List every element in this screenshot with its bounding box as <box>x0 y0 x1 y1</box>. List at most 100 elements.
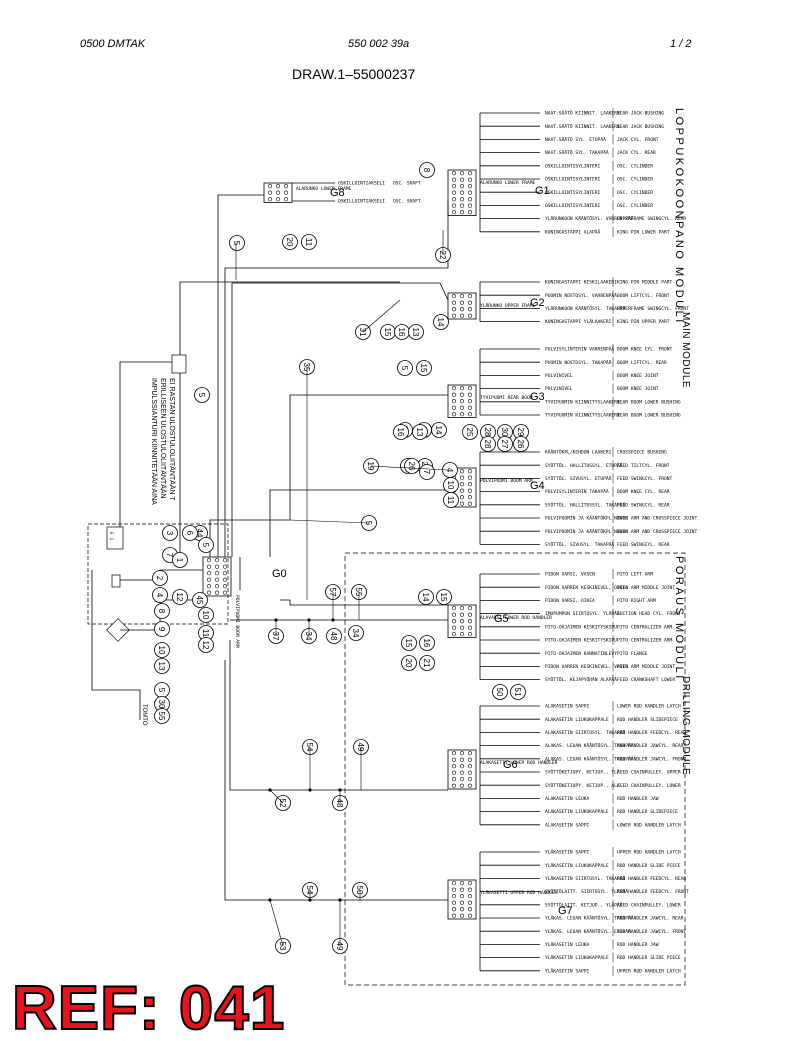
point-label-en: FEED TILTCYL. FRONT <box>617 463 670 469</box>
point-label-fi: SYÖTTÖL. KEJAPYÖRÄN ALAPÄÄ <box>545 676 617 683</box>
point-label-en: REAR JACK BUSHING <box>617 124 664 130</box>
point-label-en: FEED CRANKSHAFT LOWER <box>617 677 675 683</box>
outlet-port <box>467 894 473 899</box>
callout-circle <box>172 552 188 568</box>
point-label-en: OSC. CYLINDER <box>617 163 653 169</box>
outlet-port <box>214 571 220 576</box>
callout-bubble: 16 <box>394 324 410 340</box>
callout-number: 28 <box>483 428 492 437</box>
group-id-g1: G1 <box>535 185 550 197</box>
outlet-port <box>214 590 220 595</box>
callout-bubble: 48 <box>326 628 342 644</box>
outlet-port <box>459 294 465 299</box>
point-label-fi: PITO-OHJAIMEN KESKITYSKIPU <box>545 638 617 644</box>
point-label-fi: SYÖTTÖL. SIVUSYL. TAKAPÄÄ <box>545 541 614 548</box>
point-label-en: OSC. CYLINDER <box>617 190 653 196</box>
distributor-g6 <box>447 749 477 790</box>
callout-circle <box>154 642 170 658</box>
outlet-port <box>206 558 212 563</box>
callout-number: 34 <box>304 632 313 641</box>
point-label-en: FEED CHAINPULLEY. LOWER <box>617 783 681 789</box>
distributor-g0 <box>202 556 232 597</box>
point-label-fi: YLÄKAS. LEUAN KÄÄNTÖSYL. TAKAPÄÄ <box>545 915 634 922</box>
group-name: POLVIPUOMI BOOM ARM <box>234 595 240 648</box>
callout-number: 19 <box>366 462 375 471</box>
point-label-fi: ALAKASETIN SIIRTOSYL. TAKAPÄÄ <box>545 729 625 736</box>
callout-number: 11 <box>201 629 210 638</box>
callout-number: 30 <box>157 700 166 709</box>
point-label-fi: YLÄKASETIN SAPPI <box>545 967 589 974</box>
outlet-port <box>222 584 228 589</box>
outlet-port <box>459 907 465 912</box>
callout-bubble: 16 <box>419 635 435 651</box>
outlet-port <box>467 777 473 782</box>
filter-symbol <box>106 618 130 642</box>
callout-bubble: 4 <box>152 587 168 603</box>
point-label-fi: YLÄKAS. LEUAN KÄÄNTÖSYL. ETUPÄÄ <box>545 928 631 935</box>
callout-number: 10 <box>201 611 210 620</box>
outlet-port <box>467 405 473 410</box>
callout-bubble: 10 <box>154 642 170 658</box>
callout-number: 2 <box>155 576 164 581</box>
group-id-g4: G4 <box>530 480 545 492</box>
callout-circle <box>401 635 417 651</box>
pipe-line <box>217 194 264 557</box>
outlet-port <box>467 887 473 892</box>
point-label-en: ROD HANDLER JAWCYL. REAR <box>617 743 684 749</box>
callout-bubble: 55 <box>154 708 170 724</box>
point-label-en: ROD HANDLER JAWCYL. REAR <box>617 916 684 922</box>
point-label-fi: YLÄKASETIN LEUKA <box>545 941 589 948</box>
outlet-port <box>283 197 289 202</box>
outlet-port <box>459 488 465 493</box>
callout-bubble: 5 <box>198 537 214 553</box>
outlet-port <box>459 392 465 397</box>
callout-number: 16 <box>422 639 431 648</box>
point-label-fi: NAAT.SÄÄTÖ SYL. TAKAPÄÄ <box>545 149 609 156</box>
group-id-g5: G5 <box>494 613 509 625</box>
callout-bubble: 14 <box>418 589 434 605</box>
outlet-port <box>467 606 473 611</box>
pipe-line <box>179 281 400 557</box>
callout-circle <box>436 589 452 605</box>
outlet-port <box>222 564 228 569</box>
callout-circle <box>408 324 424 340</box>
pump-symbol <box>111 574 121 588</box>
callout-number: 48 <box>329 632 338 641</box>
outlet-port <box>275 197 281 202</box>
callout-number: 5 <box>201 543 210 548</box>
outlet-port <box>467 783 473 788</box>
point-label-en: UPPER ROD HANDLER LATCH <box>617 968 681 974</box>
outlet-port <box>459 203 465 208</box>
side-note: IMPULSSIANTURI KIINNITETÄÄN AINA <box>150 378 158 505</box>
outlet-port <box>451 894 457 899</box>
outlet-port <box>459 619 465 624</box>
group-name: ALAVARSI LOWER ROD HANDLER <box>480 615 552 621</box>
point-label-en: BOOM LIFTCYL. FRONT <box>617 293 670 299</box>
outlet-port <box>467 632 473 637</box>
callout-bubble: 14 <box>431 422 447 438</box>
callout-number: 49 <box>335 942 344 951</box>
outlet-port <box>451 619 457 624</box>
outlet-port <box>451 300 457 305</box>
outlet-port <box>467 392 473 397</box>
point-label-en: BOOM KNEE CYL. REAR <box>617 489 670 495</box>
section-label-main: MAIN MODULE <box>680 312 691 388</box>
point-label-fi: SYÖTTÖKETJUPY. KETJUP., YLÄ <box>545 769 620 776</box>
distributor-body <box>447 749 477 790</box>
header-document-number: 550 002 39a <box>348 38 410 50</box>
point-label-fi: PUOMIN NOSTOSYL. TAKAPÄÄ <box>545 359 612 366</box>
outlet-port <box>451 881 457 886</box>
outlet-port <box>459 887 465 892</box>
callout-number: 3 <box>165 531 174 536</box>
callout-number: 4 <box>445 468 454 473</box>
group-id-g7: G7 <box>558 905 573 917</box>
outlet-port <box>459 412 465 417</box>
leader-line <box>362 299 401 333</box>
outlet-port <box>467 294 473 299</box>
callout-bubble: 25 <box>462 424 478 440</box>
point-label-en: ROD HANDLER FEEDCYL. REAR <box>617 876 686 882</box>
side-tag: TOMTO <box>141 704 147 726</box>
callout-bubble: 21 <box>419 655 435 671</box>
point-label-fi: SYÖTTÖL. HALLITUSSYL. ETUPÄÄ <box>545 462 623 469</box>
outlet-port <box>451 770 457 775</box>
